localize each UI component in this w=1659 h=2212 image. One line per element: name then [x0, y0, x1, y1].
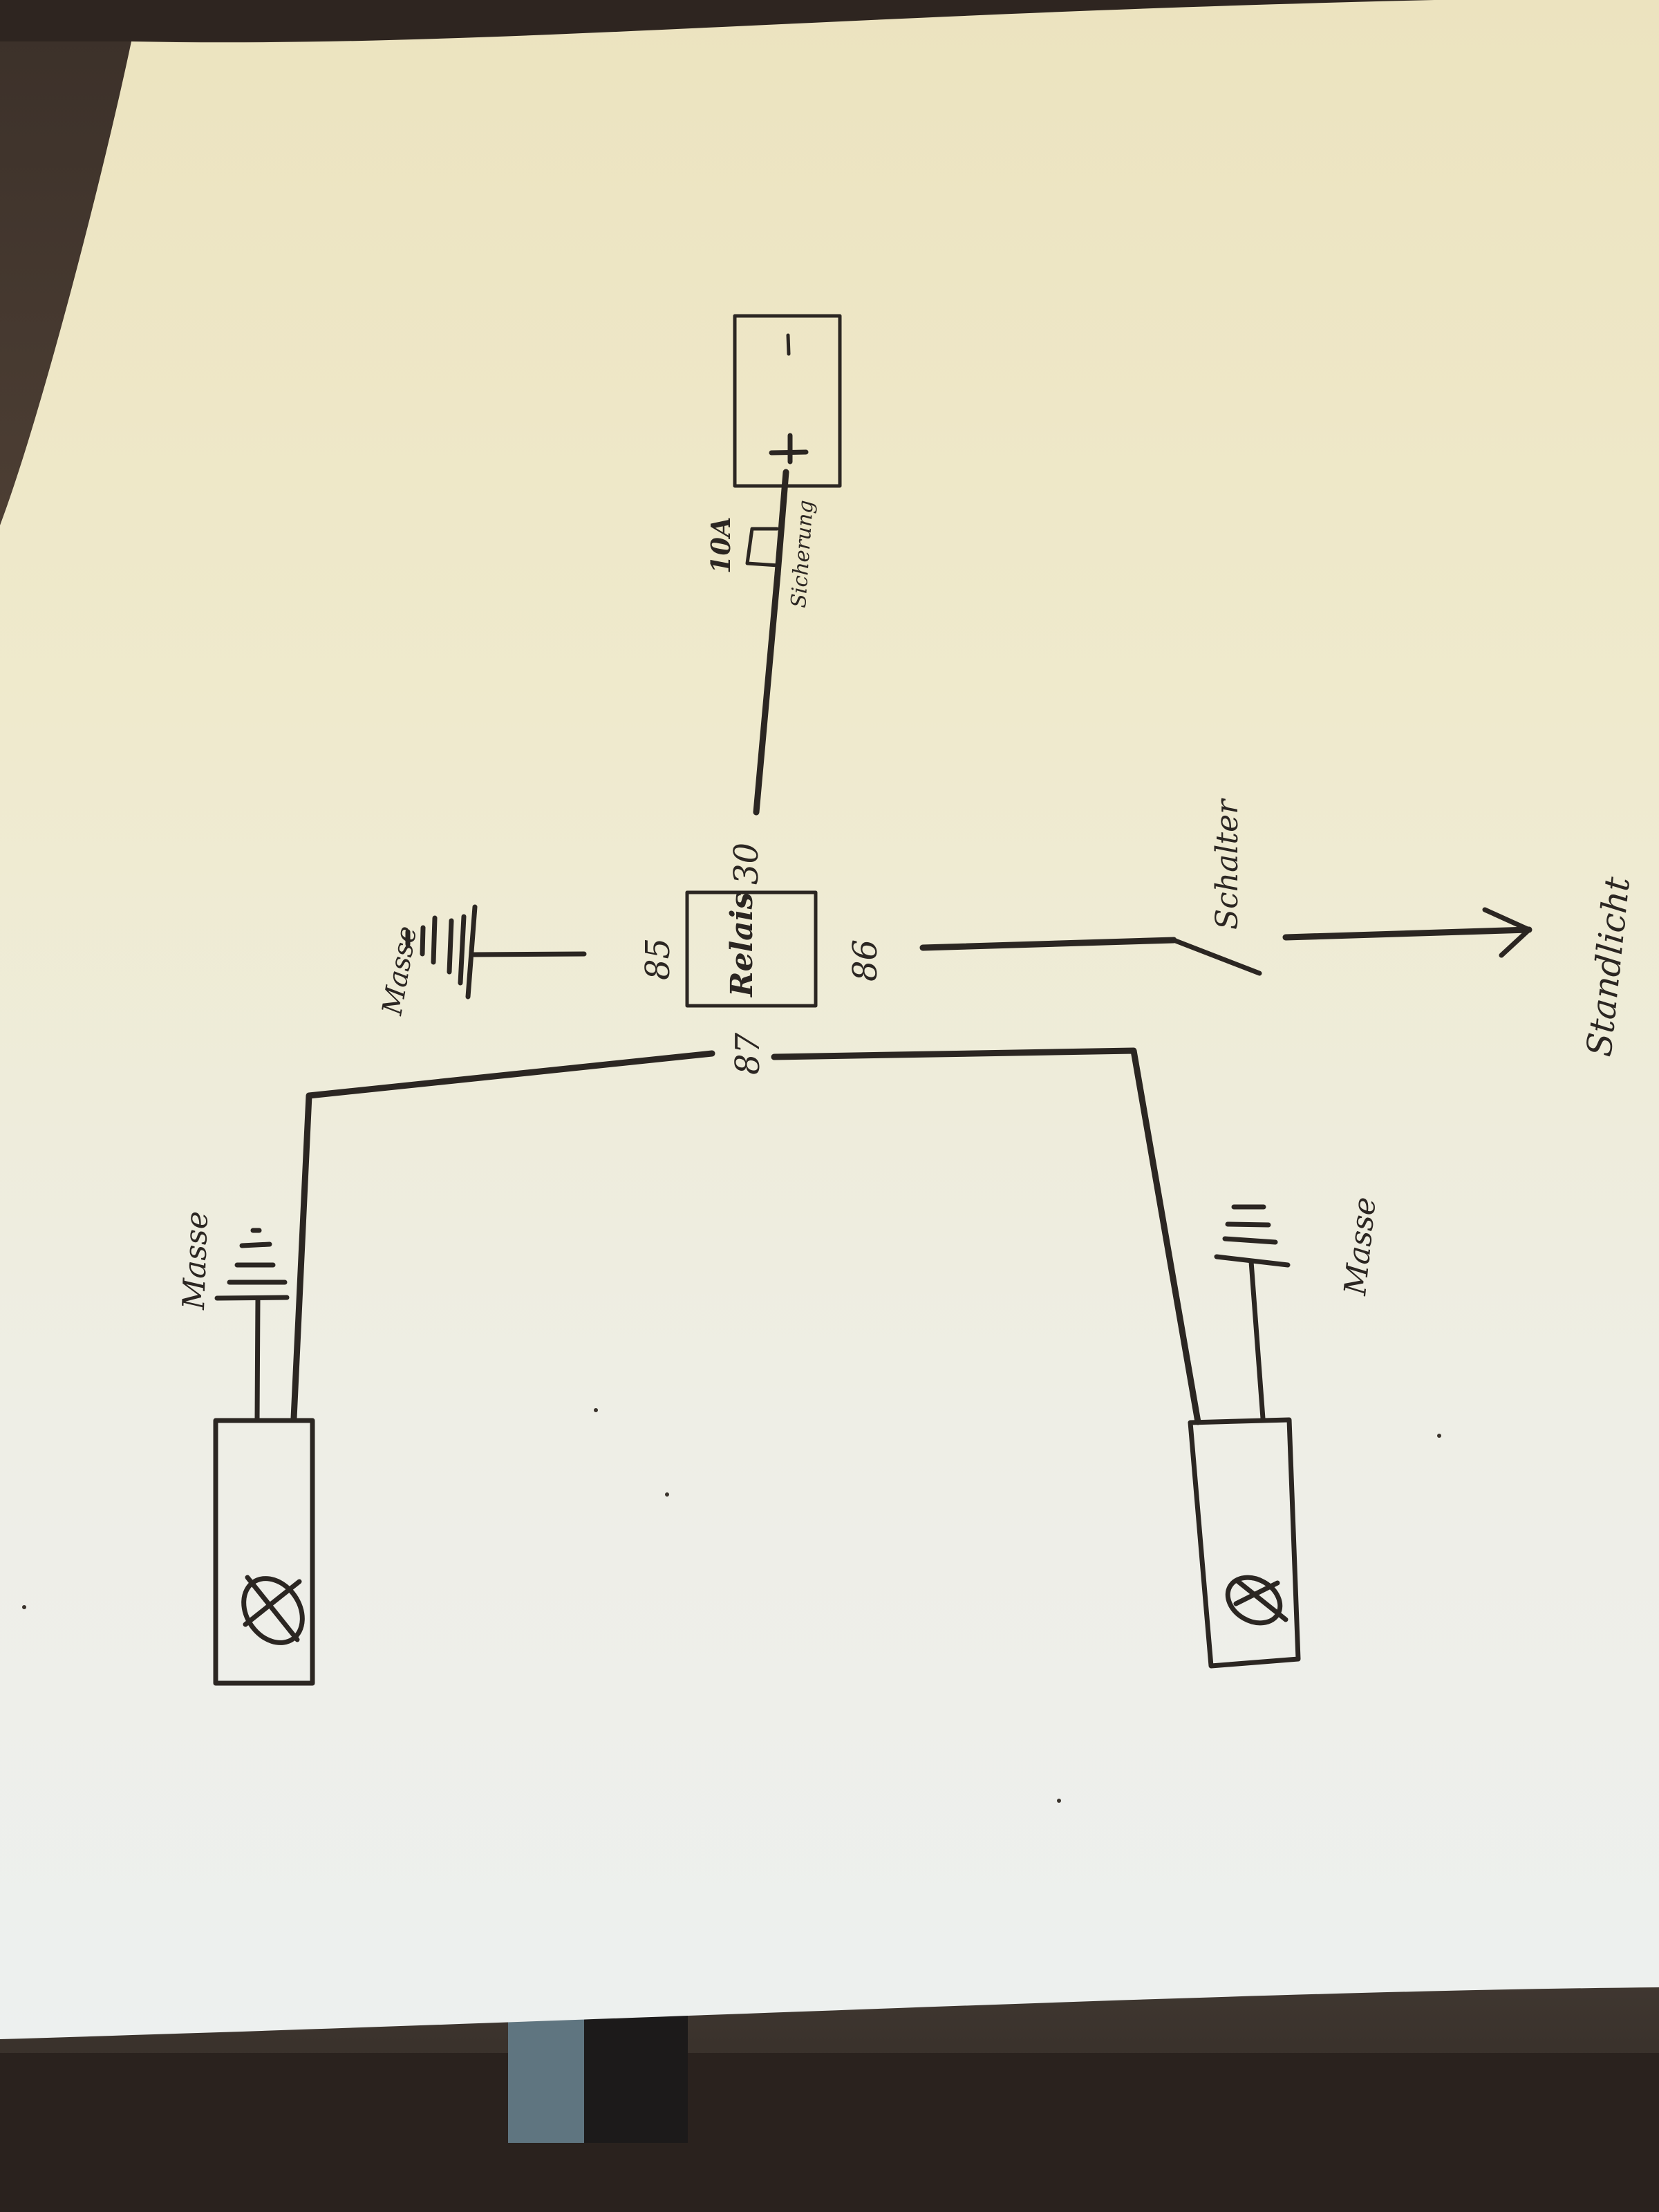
- wire-switch-to-output: [1282, 926, 1533, 941]
- fuse-rating-label: 10A: [705, 517, 736, 574]
- battery-minus-icon: [786, 333, 791, 356]
- wire-right-lamp-to-ground: [1248, 1259, 1266, 1421]
- switch-icon: [1171, 937, 1262, 976]
- relay-label: Relais: [724, 892, 760, 998]
- paper-speck: [594, 1408, 598, 1412]
- relay-pin-30: 30: [727, 843, 766, 885]
- relay-pin-86: 86: [846, 939, 885, 982]
- lamp-right-bulb-icon: [1225, 1575, 1288, 1626]
- table-leg: [584, 2005, 688, 2143]
- paper-speck: [1437, 1434, 1441, 1438]
- lamp-right: ⊗: [0, 0, 1301, 1669]
- paper-speck: [1057, 1799, 1061, 1803]
- arrow-right-icon: [1482, 907, 1532, 958]
- ground-symbol-relay: [405, 904, 478, 1000]
- switch-label: Schalter: [1210, 798, 1245, 930]
- fuse-icon: [745, 527, 780, 568]
- left-lamp-ground-label: Masse: [176, 1210, 215, 1311]
- ground-symbol-left-lamp: [214, 1228, 290, 1301]
- lamp-right-housing: [1188, 1417, 1301, 1669]
- wire-battery-to-fuse: [774, 469, 789, 577]
- battery-plus-icon: [769, 433, 809, 465]
- table-leg-highlight: [508, 2005, 584, 2143]
- lamp-left-housing: [213, 1418, 315, 1686]
- wire-relay-85-to-ground: [471, 951, 587, 957]
- relay: Relais 30 85 86 87: [639, 843, 885, 1075]
- wire-left-lamp-to-ground: [254, 1295, 261, 1423]
- lamp-right-symbol: ⊗: [0, 0, 1, 1]
- paper-sheet: [0, 0, 1659, 2039]
- wire-fuse-to-relay-30: [753, 570, 781, 816]
- wire-relay-87-to-left-lamp: [290, 1050, 715, 1422]
- relay-pin-87: 87: [729, 1032, 767, 1075]
- lamp-left: ⊗: [0, 0, 315, 1686]
- paper-speck: [22, 1605, 26, 1609]
- wire-relay-86-to-switch: [919, 937, 1177, 951]
- wire-relay-87-to-right-lamp: [771, 1047, 1201, 1425]
- lamp-left-symbol: ⊗: [0, 0, 1, 1]
- ground-symbol-right-lamp: [1214, 1204, 1291, 1268]
- lamp-left-bulb-icon: [241, 1575, 305, 1645]
- floor-strip: [0, 2053, 1659, 2212]
- relay-pin-85: 85: [639, 938, 677, 980]
- paper-speck: [665, 1492, 669, 1497]
- relay-box: [685, 890, 818, 1008]
